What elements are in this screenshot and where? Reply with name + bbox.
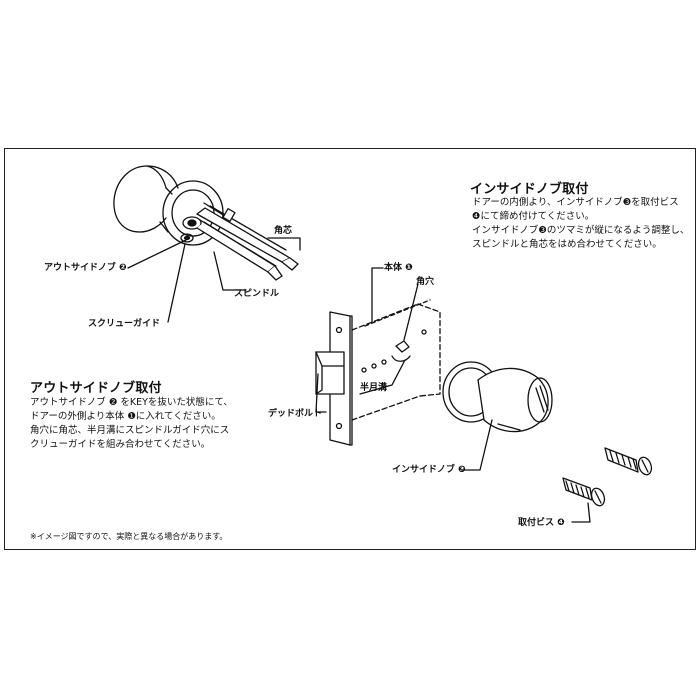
outside-knob-heading: アウトサイドノブ取付 <box>30 381 162 396</box>
inside-instructions-line-3: インサイドノブ❸のツマミが縦になるよう調整し、 <box>472 225 690 236</box>
mounting-screw-drawing <box>562 447 653 507</box>
diagram-frame <box>4 148 696 550</box>
label-inside-knob: インサイドノブ ❸ <box>392 465 466 475</box>
label-square-hole: 角穴 <box>416 277 435 287</box>
inside-instructions-line-4: スピンドルと角芯をはめ合わせてください。 <box>472 239 662 250</box>
outside-instructions-line-2: ドアーの外側より本体 ❶に入れてください。 <box>30 411 221 422</box>
label-outside-knob: アウトサイドノブ ❷ <box>44 263 127 273</box>
inside-instructions-line-1: ドアーの内側より、インサイドノブ❸を取付ビス <box>472 197 679 208</box>
label-mounting-screw: 取付ビス ❹ <box>518 518 565 528</box>
outside-knob-drawing <box>113 165 224 246</box>
label-square-core: 角芯 <box>274 226 293 236</box>
latch-body-drawing <box>315 299 441 446</box>
outside-instructions-line-1: アウトサイドノブ ❷ をKEYを抜いた状態にて、 <box>30 397 233 408</box>
outside-instructions-line-4: クリューガイドを組み合わせてください。 <box>30 439 211 450</box>
inside-knob-drawing <box>442 361 553 433</box>
label-half-moon-groove: 半月溝 <box>360 383 388 393</box>
image-disclaimer-note: ※イメージ図ですので、実際と異なる場合があります。 <box>30 532 228 541</box>
spindle-drawing <box>196 202 299 281</box>
label-deadbolt: デッドボルト <box>268 409 323 419</box>
inside-instructions-line-2: ❹にて締め付けてください。 <box>472 211 595 222</box>
inside-knob-heading: インサイドノブ取付 <box>470 182 589 197</box>
label-spindle: スピンドル <box>234 289 280 299</box>
outside-instructions-line-3: 角穴に角芯、半月溝にスピンドルガイド穴にス <box>30 425 230 436</box>
label-body: 本体 ❶ <box>384 263 413 273</box>
label-screw-guide: スクリューガイド <box>88 319 161 329</box>
